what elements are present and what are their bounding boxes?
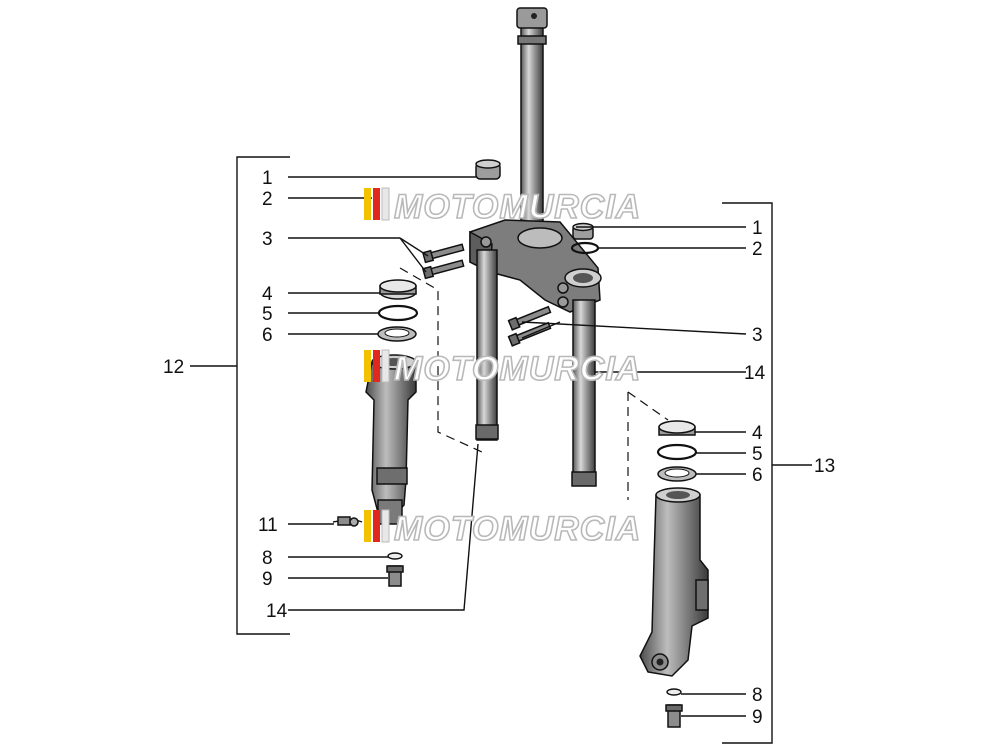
left-fork-leg	[365, 354, 417, 525]
callout-right-14: 14	[744, 363, 766, 384]
callout-left-3: 3	[262, 229, 273, 250]
right-fork-leg	[639, 487, 709, 677]
left-fork-cap	[475, 159, 501, 180]
right-callouts: 1 2 3 14 4 5 6 13 8 9	[744, 218, 835, 728]
callout-left-4: 4	[262, 284, 273, 305]
callout-right-1: 1	[752, 218, 763, 239]
callout-left-9: 9	[262, 569, 273, 590]
callout-left-6: 6	[262, 325, 273, 346]
right-assembly-bracket	[722, 202, 773, 744]
right-dust-seal	[658, 420, 696, 436]
callout-left-5: 5	[262, 304, 273, 325]
clamp-bolts-lower	[507, 305, 552, 347]
left-o-ring	[377, 304, 419, 322]
left-fork-tube	[475, 249, 499, 441]
right-washer	[666, 688, 682, 696]
watermark-text: MOTOMURCIA	[394, 510, 641, 548]
callout-right-9: 9	[752, 707, 763, 728]
left-dust-seal	[379, 279, 417, 300]
assembly-guide-lines	[399, 267, 669, 500]
left-washer	[387, 552, 403, 560]
right-o-ring	[656, 443, 698, 461]
right-bottom-bolt	[665, 704, 683, 728]
callout-right-3: 3	[752, 325, 763, 346]
watermark-text: MOTOMURCIA	[394, 188, 641, 226]
callout-right-5: 5	[752, 444, 763, 465]
left-callouts: 1 2 3 4 5 6 12 11 8 9 14	[163, 168, 288, 622]
callout-right-13: 13	[814, 456, 835, 477]
callout-right-4: 4	[752, 423, 763, 444]
right-oil-seal	[657, 466, 697, 482]
cable-sensor	[332, 516, 363, 527]
right-fork-tube	[571, 299, 597, 487]
steering-stem	[516, 7, 548, 223]
clamp-bolts-upper	[421, 243, 465, 280]
callout-right-8: 8	[752, 685, 763, 706]
callout-left-1: 1	[262, 168, 273, 189]
callout-left-8: 8	[262, 548, 273, 569]
left-assembly-bracket	[236, 156, 290, 635]
callout-right-2: 2	[752, 239, 763, 260]
leader-lines	[190, 176, 812, 717]
watermark-text: MOTOMURCIA	[394, 350, 641, 388]
watermark-bottom: MOTOMURCIA	[364, 509, 641, 549]
left-oil-seal	[377, 326, 417, 342]
callout-right-6: 6	[752, 465, 763, 486]
callout-left-12: 12	[163, 357, 184, 378]
watermark-middle: MOTOMURCIA	[364, 349, 641, 389]
watermark-top: MOTOMURCIA	[364, 187, 641, 227]
callout-left-2: 2	[262, 189, 273, 210]
callout-left-14: 14	[266, 601, 288, 622]
left-bottom-bolt	[386, 565, 404, 587]
callout-left-11: 11	[258, 515, 278, 536]
